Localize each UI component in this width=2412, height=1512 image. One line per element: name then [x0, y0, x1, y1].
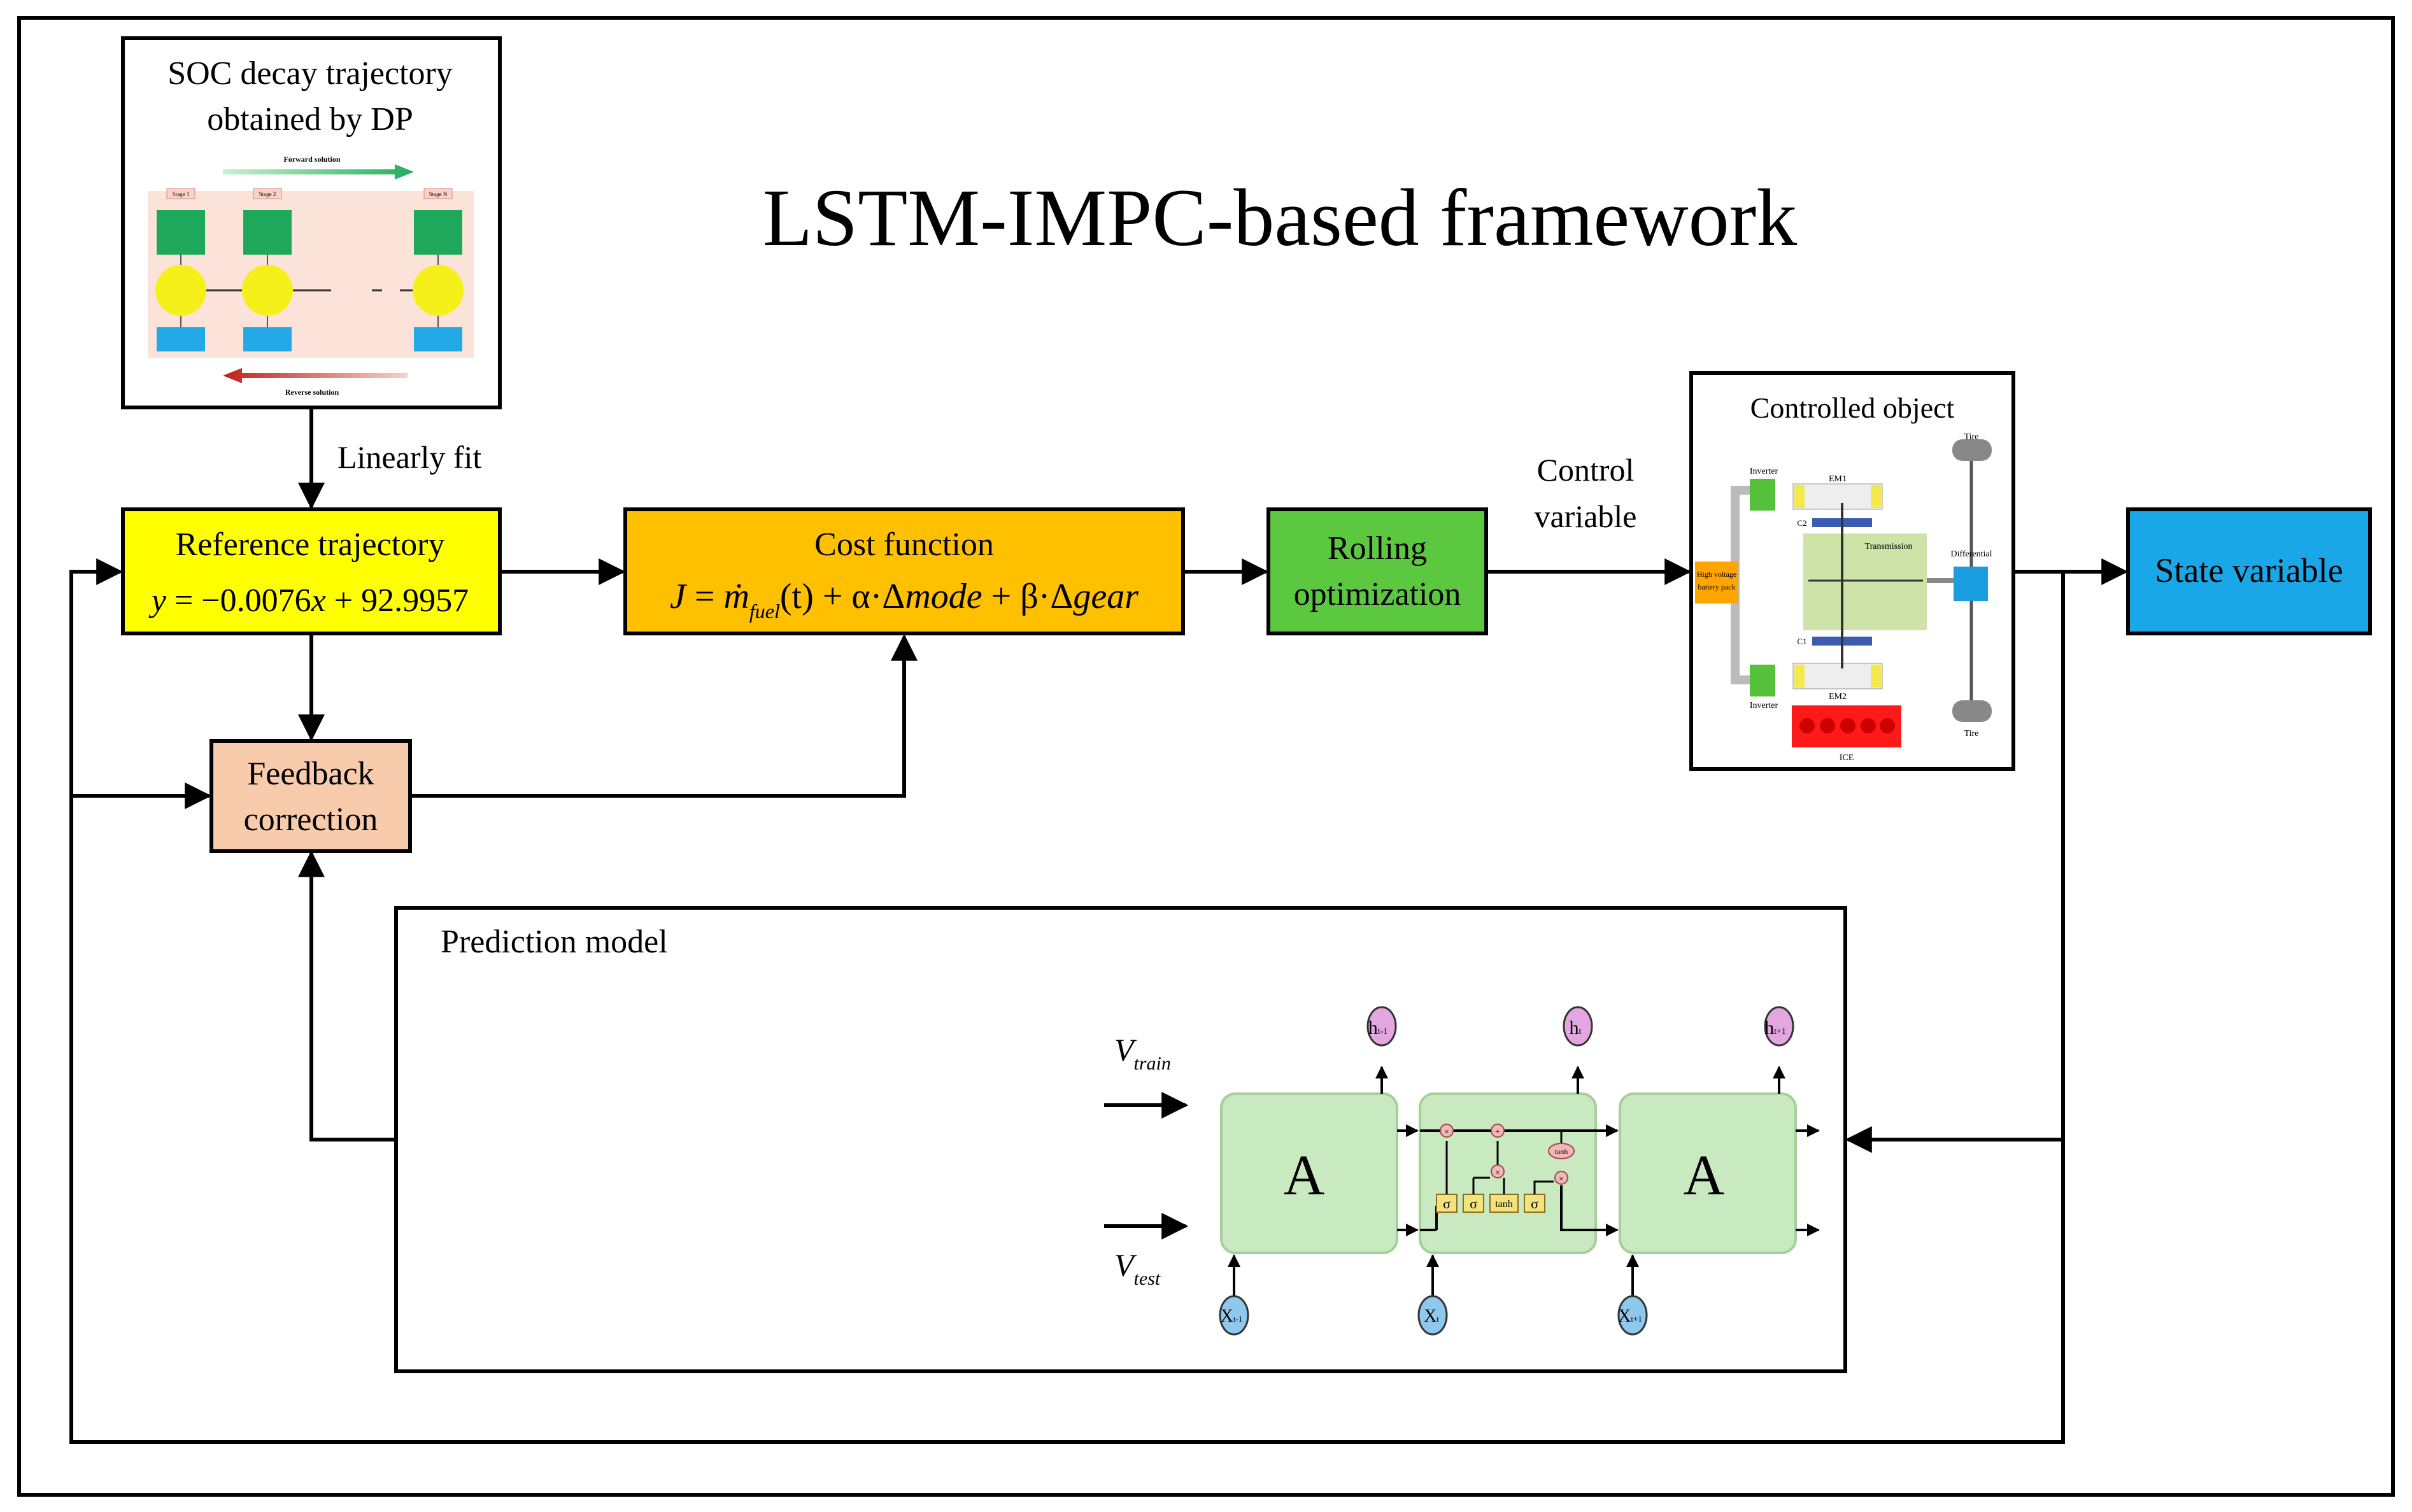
controlled-object-box: Controlled object Inverter Inverter High… [1689, 371, 2015, 771]
state-variable-label: State variable [2155, 551, 2343, 590]
x-node-current [1417, 1295, 1448, 1336]
svg-text:ht: ht [1570, 1017, 1582, 1038]
reference-title: Reference trajectory [176, 526, 445, 563]
tire-top [1952, 439, 1992, 461]
soc-decay-box: SOC decay trajectory obtained by DP Forw… [121, 36, 502, 409]
lstm-cell-prev-label: A [1284, 1144, 1325, 1207]
dp-stage-1: Stage 1 [155, 188, 206, 351]
svg-text:ht-1: ht-1 [1368, 1017, 1388, 1038]
lstm-cell-next [1619, 1092, 1797, 1254]
svg-text:Stage 2: Stage 2 [259, 191, 276, 197]
svg-text:×: × [1495, 1168, 1500, 1178]
battery-pack [1695, 562, 1738, 604]
state-variable-box: State variable [2126, 507, 2372, 635]
svg-text:Inverter: Inverter [1750, 467, 1778, 476]
arrow-prediction-to-feedback [298, 850, 396, 1141]
svg-text:Stage 1: Stage 1 [173, 191, 190, 197]
forward-arrow [223, 164, 414, 180]
lstm-cell-current [1419, 1092, 1597, 1254]
cost-title: Cost function [814, 526, 994, 563]
linearly-fit-label: Linearly fit [337, 439, 481, 475]
svg-text:Xt+1: Xt+1 [1618, 1306, 1642, 1326]
reference-trajectory-box: Reference trajectory y = −0.0076x + 92.9… [121, 507, 502, 635]
dp-stage-n: Stage N [413, 188, 464, 351]
inverter-bottom [1750, 665, 1775, 696]
lstm-cell-next-label: A [1684, 1144, 1725, 1207]
reverse-solution-label: Reverse solution [285, 388, 339, 397]
cost-function-box: Cost function J = ṁfuel(t) + α·Δmode + … [623, 507, 1185, 635]
x-node-prev [1219, 1295, 1249, 1336]
em1-label: EM1 [1829, 474, 1847, 484]
svg-text:×: × [1444, 1127, 1449, 1137]
svg-text:Xt: Xt [1424, 1306, 1439, 1326]
feedback-line2: correction [244, 802, 378, 838]
svg-text:σ: σ [1443, 1196, 1451, 1212]
svg-text:Tire: Tire [1964, 729, 1979, 738]
x-node-next [1617, 1295, 1648, 1336]
diagram-title: LSTM-IMPC-based framework [763, 173, 1798, 263]
svg-text:Differential: Differential [1950, 549, 1992, 559]
reference-equation: y = −0.0076x + 92.9957 [148, 583, 469, 619]
svg-text:Inverter: Inverter [1750, 701, 1778, 710]
soc-title-line1: SOC decay trajectory [167, 55, 453, 92]
outer-frame [17, 16, 2395, 1497]
tire-bottom [1952, 700, 1992, 722]
svg-text:C2: C2 [1797, 518, 1806, 528]
lstm-gates: σ σ tanh σ × + × tanh × [1436, 1124, 1575, 1213]
control-variable-line1: Control [1537, 452, 1635, 488]
prediction-model-box: Prediction model Vtrain Vtest A A σ σ ta… [394, 906, 1847, 1373]
svg-text:ht+1: ht+1 [1764, 1017, 1786, 1038]
cost-equation: J = ṁfuel(t) + α·Δmode + β·Δgear [670, 577, 1139, 623]
svg-text:Stage N: Stage N [429, 191, 448, 197]
v-test-label: Vtest [1114, 1247, 1161, 1289]
svg-text:High voltage: High voltage [1697, 570, 1736, 579]
svg-text:+: + [1495, 1127, 1500, 1137]
svg-text:σ: σ [1531, 1196, 1538, 1212]
svg-text:ICE: ICE [1840, 753, 1854, 763]
svg-text:σ: σ [1470, 1196, 1477, 1212]
feedback-correction-box: Feedback correction [209, 739, 412, 853]
dp-stage-2: Stage 2 [242, 188, 293, 351]
svg-text:Tire: Tire [1964, 432, 1979, 442]
prediction-model-title: Prediction model [441, 924, 668, 960]
controlled-object-title: Controlled object [1750, 392, 1955, 424]
rolling-line1: Rolling [1328, 530, 1427, 567]
inverter-top [1750, 479, 1775, 511]
em2-label: EM2 [1829, 692, 1847, 702]
h-node-prev [1366, 1006, 1397, 1047]
forward-solution-label: Forward solution [283, 155, 340, 164]
rolling-line2: optimization [1294, 576, 1461, 612]
svg-text:battery pack: battery pack [1698, 583, 1736, 591]
svg-text:tanh: tanh [1555, 1147, 1568, 1156]
svg-text:C1: C1 [1797, 637, 1806, 646]
transmission [1803, 533, 1927, 630]
reverse-arrow [223, 368, 408, 383]
svg-text:Transmission: Transmission [1865, 542, 1913, 551]
svg-text:Xt-1: Xt-1 [1221, 1306, 1243, 1326]
lstm-cell-prev [1220, 1092, 1398, 1254]
h-node-next [1764, 1006, 1794, 1047]
arrow-feedback-to-cost [410, 633, 918, 798]
feedback-line1: Feedback [247, 756, 374, 792]
control-variable-line2: variable [1534, 498, 1636, 534]
h-node-current [1563, 1006, 1593, 1047]
svg-text:×: × [1559, 1175, 1564, 1184]
rolling-optimization-box: Rolling optimization [1266, 507, 1488, 635]
loop-state-to-reference [69, 558, 2065, 1444]
differential [1954, 567, 1988, 601]
soc-title-line2: obtained by DP [207, 101, 413, 138]
v-train-label: Vtrain [1114, 1032, 1171, 1074]
svg-text:tanh: tanh [1495, 1199, 1513, 1210]
